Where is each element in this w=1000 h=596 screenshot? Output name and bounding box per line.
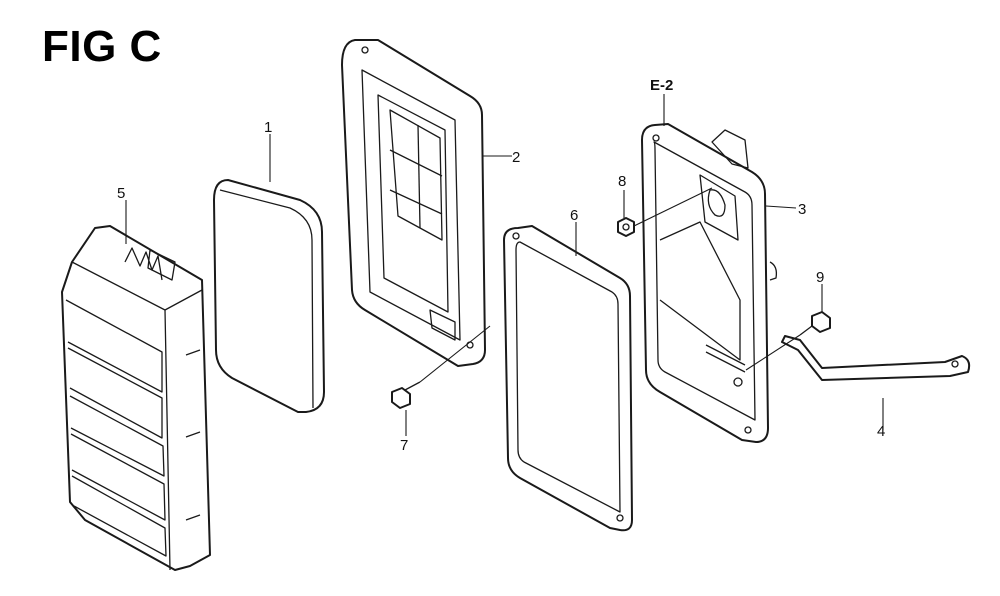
part-2-air-cleaner-case[interactable] (341, 39, 486, 367)
reference-label-e2: E-2 (650, 77, 673, 94)
part-8-nut[interactable] (617, 217, 635, 237)
callout-5: 5 (117, 185, 125, 202)
part-1-filter-element[interactable] (213, 179, 325, 413)
part-4-bracket[interactable] (781, 335, 971, 381)
part-3-air-cleaner-base[interactable] (641, 123, 778, 443)
callout-2: 2 (512, 149, 520, 166)
part-5-air-cleaner-cover[interactable] (61, 225, 211, 571)
figure-title: FIG C (42, 22, 162, 71)
leader-lines (125, 94, 884, 436)
callout-6: 6 (570, 207, 578, 224)
callout-3: 3 (798, 201, 806, 218)
part-6-gasket[interactable] (503, 225, 633, 532)
callout-1: 1 (264, 119, 272, 136)
callout-7: 7 (400, 437, 408, 454)
callout-4: 4 (877, 423, 885, 440)
part-9-bolt[interactable] (799, 311, 831, 336)
callout-9: 9 (816, 269, 824, 286)
part-7-bolt[interactable] (391, 381, 421, 409)
callout-8: 8 (618, 173, 626, 190)
